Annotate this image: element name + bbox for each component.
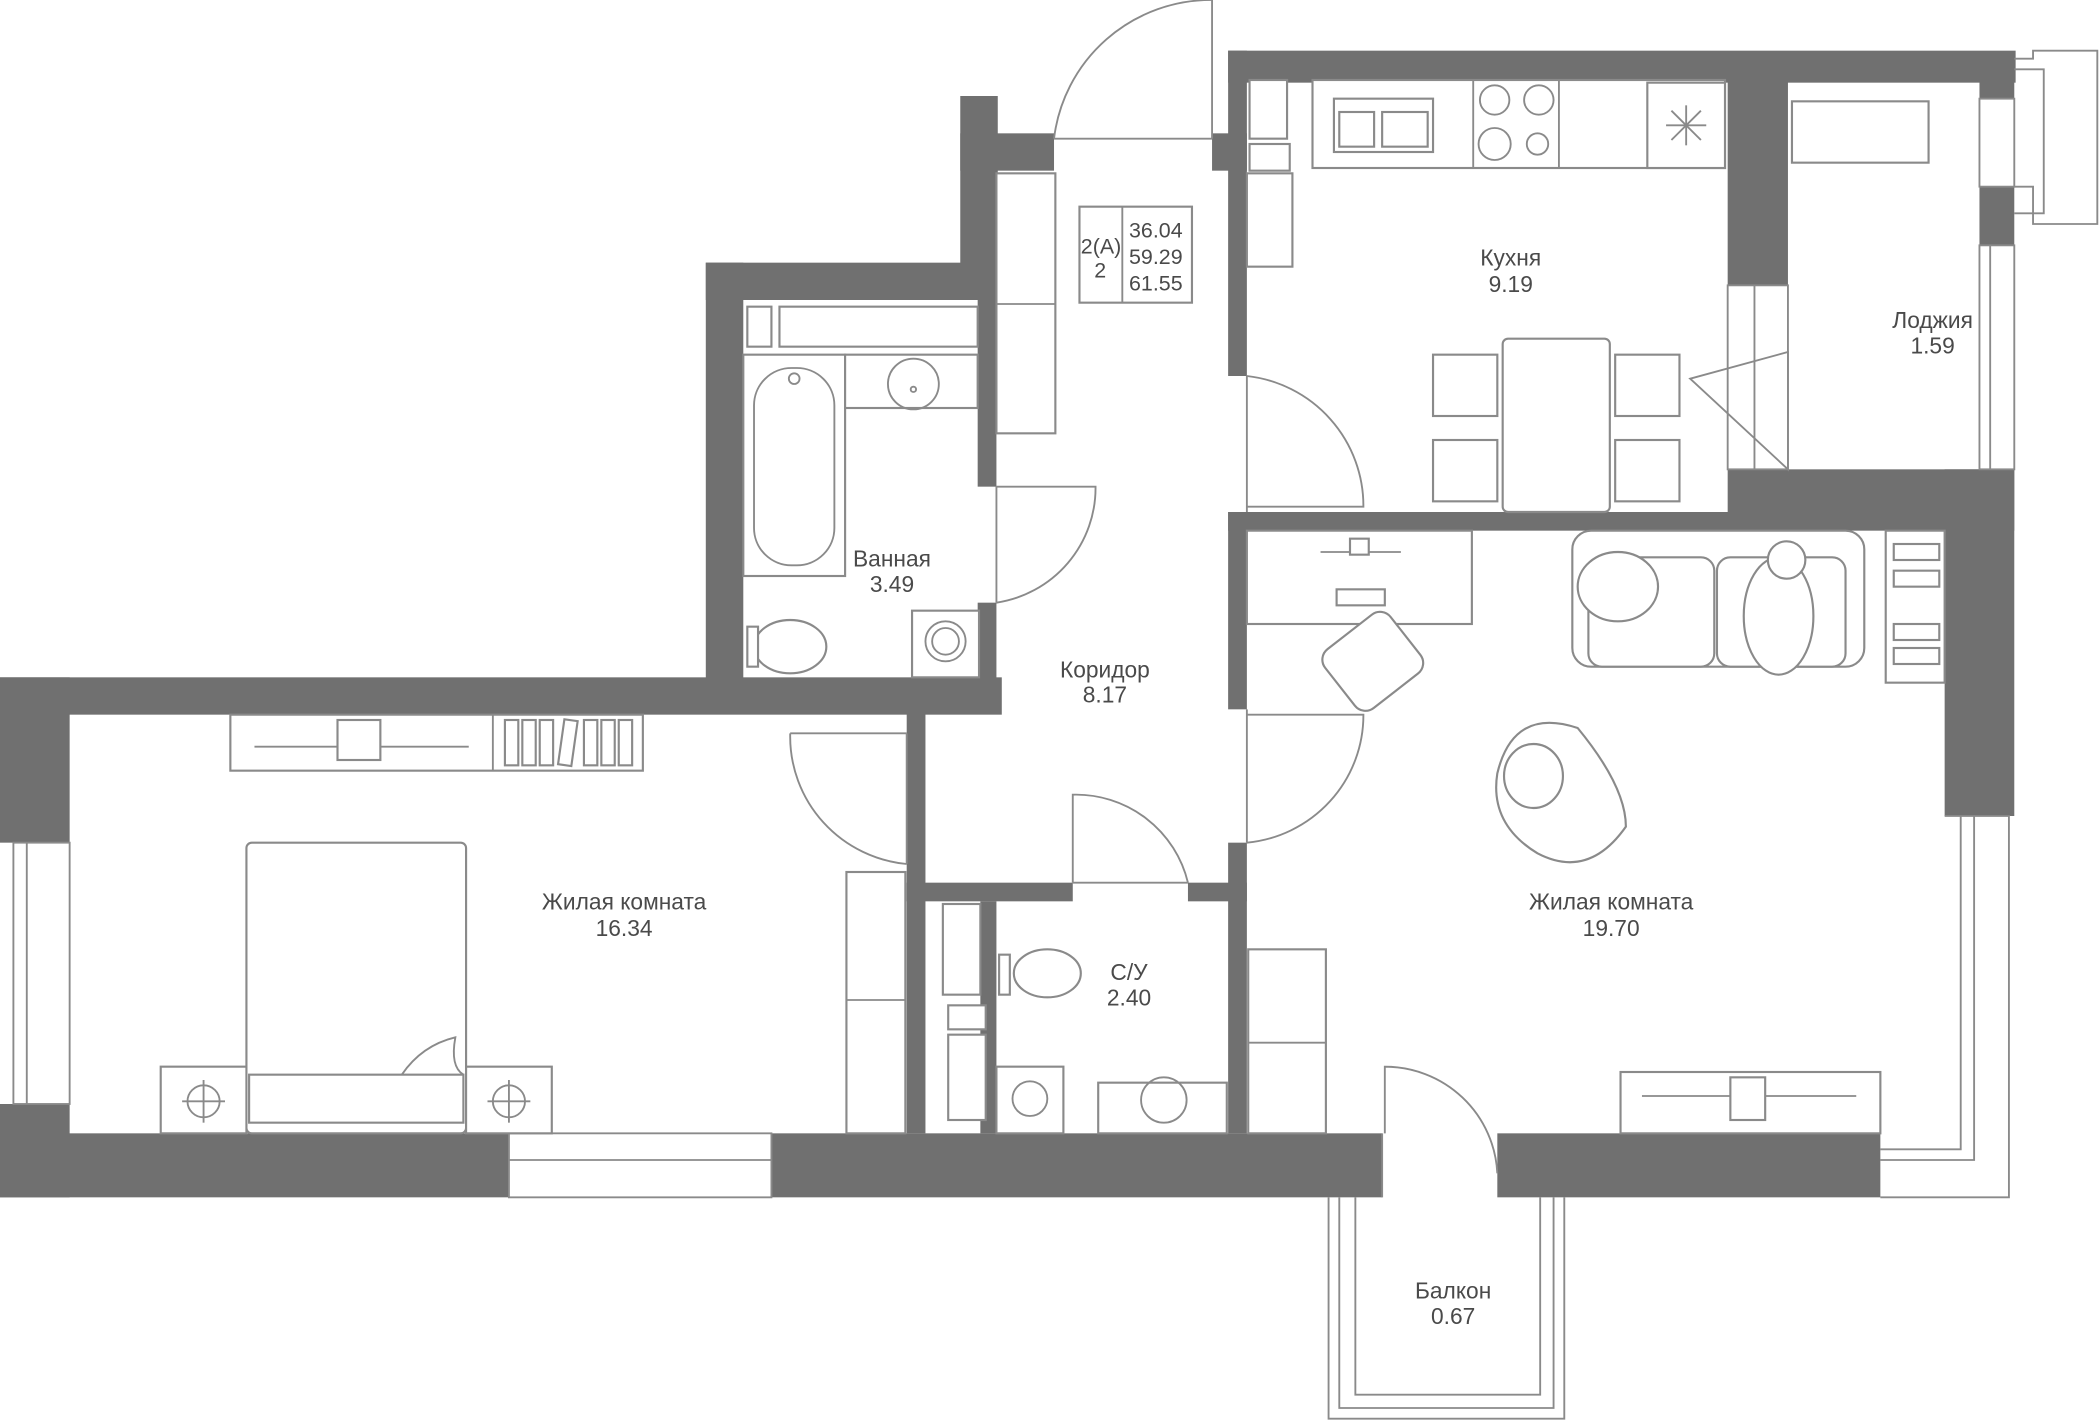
furniture (159, 78, 1946, 1135)
windows (12, 49, 2099, 1199)
room-name-bedroom: Жилая комната (542, 888, 707, 914)
room-area-kitchen: 9.19 (1489, 271, 1533, 297)
walls (0, 50, 2016, 1198)
info-box: 2(A) 2 36.04 59.29 61.55 (1081, 218, 1183, 295)
living-area-value: 36.04 (1129, 218, 1183, 242)
room-area-balcony: 0.67 (1431, 1303, 1475, 1329)
room-name-living: Жилая комната (1529, 888, 1694, 914)
balcony-outline (1327, 1197, 1566, 1420)
room-area-living: 19.70 (1583, 915, 1640, 941)
room-name-wc: С/У (1110, 959, 1148, 985)
room-name-balcony: Балкон (1415, 1278, 1491, 1304)
room-name-loggia: Лоджия (1892, 307, 1973, 333)
total-area-with-balconies-value: 61.55 (1129, 272, 1183, 296)
room-area-loggia: 1.59 (1910, 332, 1954, 358)
room-labels: Кухня 9.19 Лоджия 1.59 Ванная 3.49 Корид… (542, 244, 1973, 1329)
room-area-wc: 2.40 (1107, 984, 1151, 1010)
doors (789, 0, 1789, 1198)
room-area-corridor: 8.17 (1083, 682, 1127, 708)
plan-type-code: 2(A) (1081, 234, 1121, 258)
plan-rooms-count: 2 (1094, 258, 1106, 282)
total-area-value: 59.29 (1129, 245, 1183, 269)
room-name-kitchen: Кухня (1480, 244, 1541, 270)
room-area-bathroom: 3.49 (870, 571, 914, 597)
room-name-bathroom: Ванная (853, 546, 931, 572)
room-area-bedroom: 16.34 (596, 915, 653, 941)
room-name-corridor: Коридор (1060, 656, 1150, 682)
